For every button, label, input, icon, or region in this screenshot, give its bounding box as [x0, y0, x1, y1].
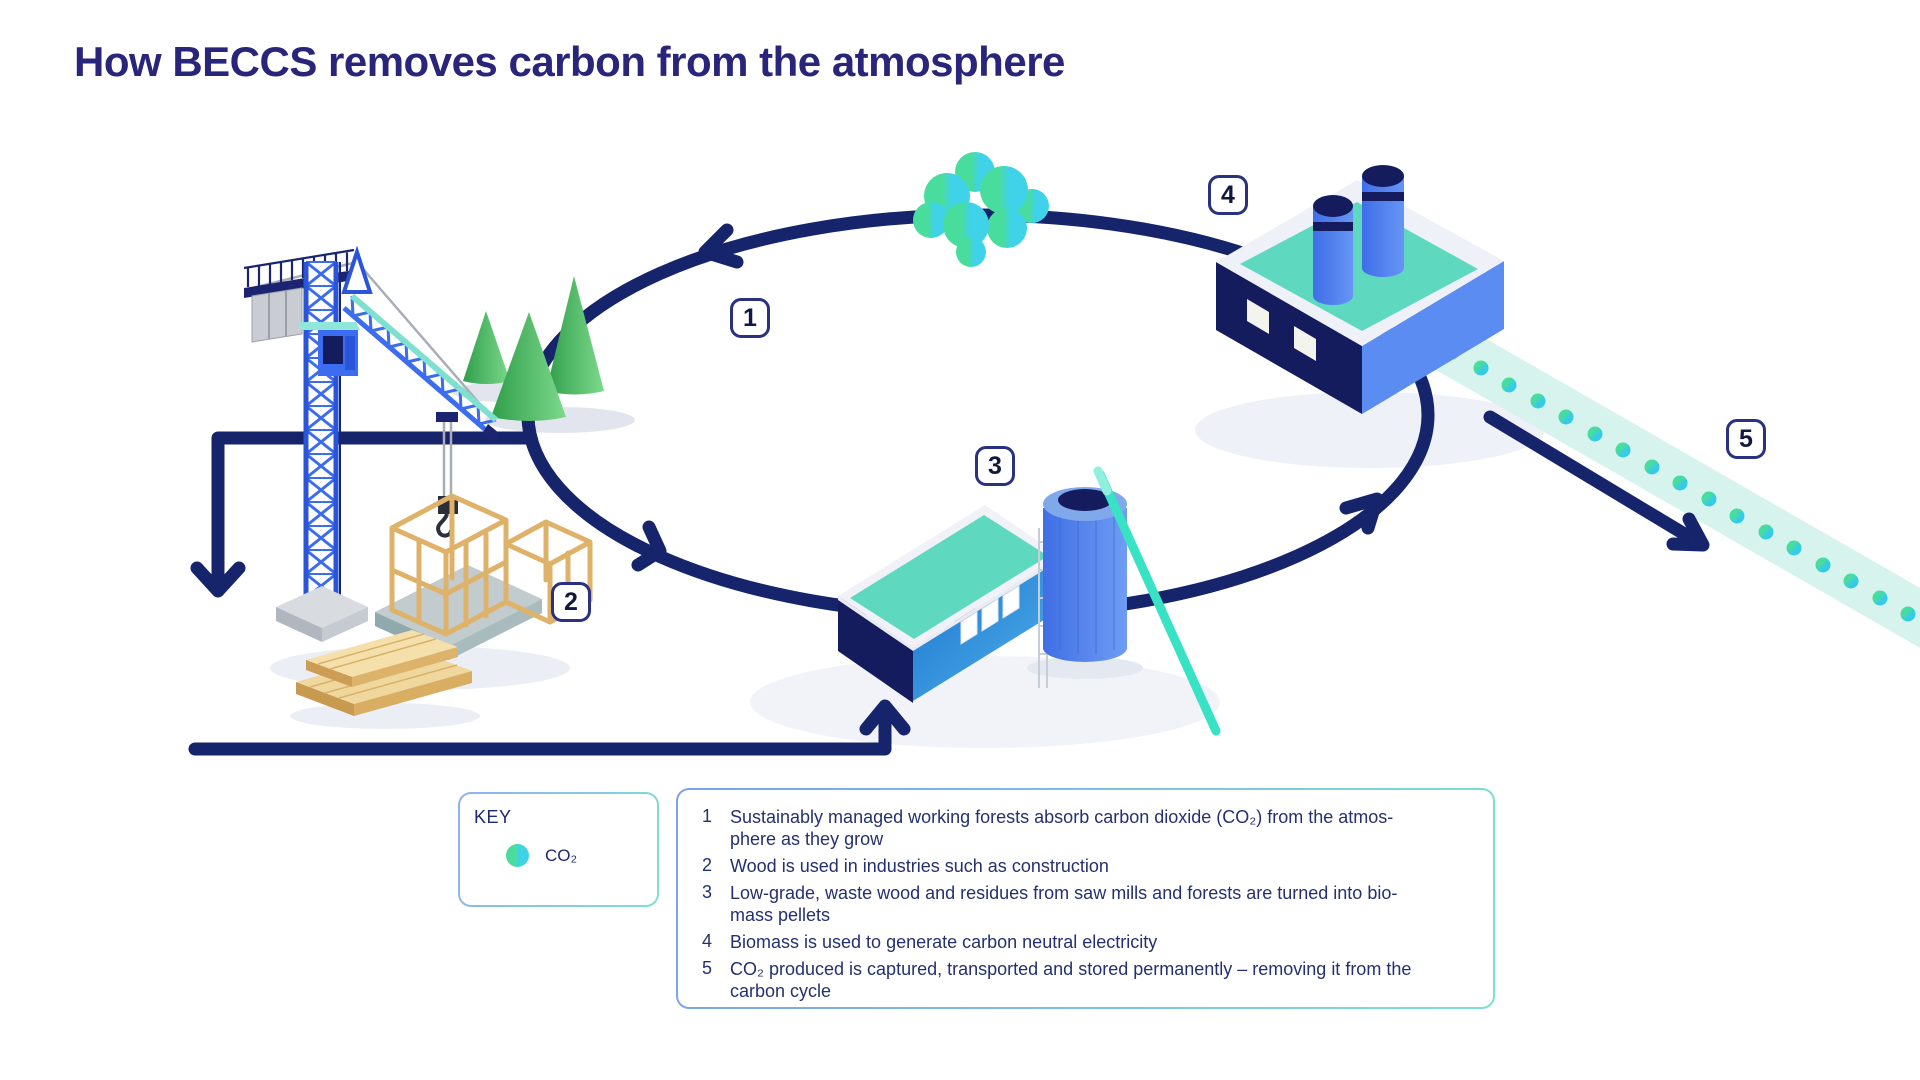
- crane-hook: [436, 513, 453, 538]
- key-item-co2: CO₂: [506, 844, 643, 867]
- power-plant-roof: [1240, 202, 1478, 331]
- power-plant-chimneys: [1313, 165, 1404, 305]
- crane-cab-roof: [298, 322, 360, 330]
- step-text: Biomass is used to generate carbon neutr…: [730, 932, 1158, 952]
- key-legend: KEY CO₂: [458, 792, 659, 907]
- pellet-plant-windows: [960, 585, 1020, 645]
- cycle-arrow-right: [1339, 492, 1384, 535]
- crane-trolley: [436, 412, 458, 422]
- step-number: 3: [702, 882, 713, 902]
- crane-counterweight: [251, 287, 303, 343]
- diagram-step-badge-4: 4: [1208, 175, 1248, 215]
- step-text: CO₂ produced is captured, transported an…: [730, 959, 1412, 1001]
- crane-icon: [243, 245, 500, 642]
- path-arrow-down: [190, 561, 246, 598]
- silo-opening: [1058, 489, 1112, 511]
- crane-cab-window: [323, 336, 343, 364]
- step-item-1: 1 Sustainably managed working forests ab…: [702, 806, 1473, 850]
- forest-icon: [463, 276, 604, 421]
- step-item-4: 4 Biomass is used to generate carbon neu…: [702, 931, 1473, 953]
- path-arrow-up: [859, 699, 911, 736]
- power-plant-front: [1362, 261, 1504, 414]
- power-plant-windows: [1247, 299, 1316, 361]
- pellet-plant-end-wall: [838, 600, 913, 703]
- cycle-arrow-left: [631, 520, 667, 572]
- crane-jib-tip: [482, 424, 500, 444]
- diagram-step-badge-1: 1: [730, 298, 770, 338]
- step-number: 1: [702, 806, 713, 826]
- pipeline-arrow: [1483, 410, 1710, 552]
- wood-supply-path: [188, 431, 911, 756]
- step-text: Sustainably managed working forests abso…: [730, 807, 1394, 849]
- silo-body: [1043, 508, 1127, 662]
- step-text: Low-grade, waste wood and residues from …: [730, 883, 1398, 925]
- pellet-plant-front: [913, 560, 1060, 701]
- pellet-plant-roof: [850, 515, 1048, 639]
- power-plant-icon: [1216, 165, 1504, 414]
- diagram-step-badge-5: 5: [1726, 419, 1766, 459]
- step-number: 2: [702, 855, 713, 875]
- step-number: 5: [702, 958, 713, 978]
- crane-tower-head: [341, 245, 373, 294]
- pipeline-co2-dots: [1444, 344, 1916, 622]
- conveyor-icon: [1095, 469, 1221, 736]
- page-title: How BECCS removes carbon from the atmosp…: [74, 38, 1065, 85]
- diagram-step-badge-3: 3: [975, 446, 1015, 486]
- lumber-stack-icon: [296, 630, 472, 716]
- step-number: 4: [702, 931, 713, 951]
- step-item-3: 3 Low-grade, waste wood and residues fro…: [702, 882, 1473, 926]
- key-heading: KEY: [474, 807, 512, 827]
- cycle-arrow-top: [698, 223, 744, 269]
- steps-legend: 1 Sustainably managed working forests ab…: [676, 788, 1495, 1009]
- co2-swatch-icon: [506, 844, 529, 867]
- diagram-step-badge-2: 2: [551, 582, 591, 622]
- step-text: Wood is used in industries such as const…: [730, 856, 1109, 876]
- co2-pipeline: [1410, 314, 1920, 648]
- step-item-5: 5 CO₂ produced is captured, transported …: [702, 958, 1473, 1002]
- co2-molecule-icon: [913, 152, 1049, 267]
- step-item-2: 2 Wood is used in industries such as con…: [702, 855, 1473, 877]
- power-plant-end-wall: [1216, 262, 1362, 414]
- pellet-plant-icon: [838, 466, 1221, 736]
- co2-label: CO₂: [545, 845, 578, 865]
